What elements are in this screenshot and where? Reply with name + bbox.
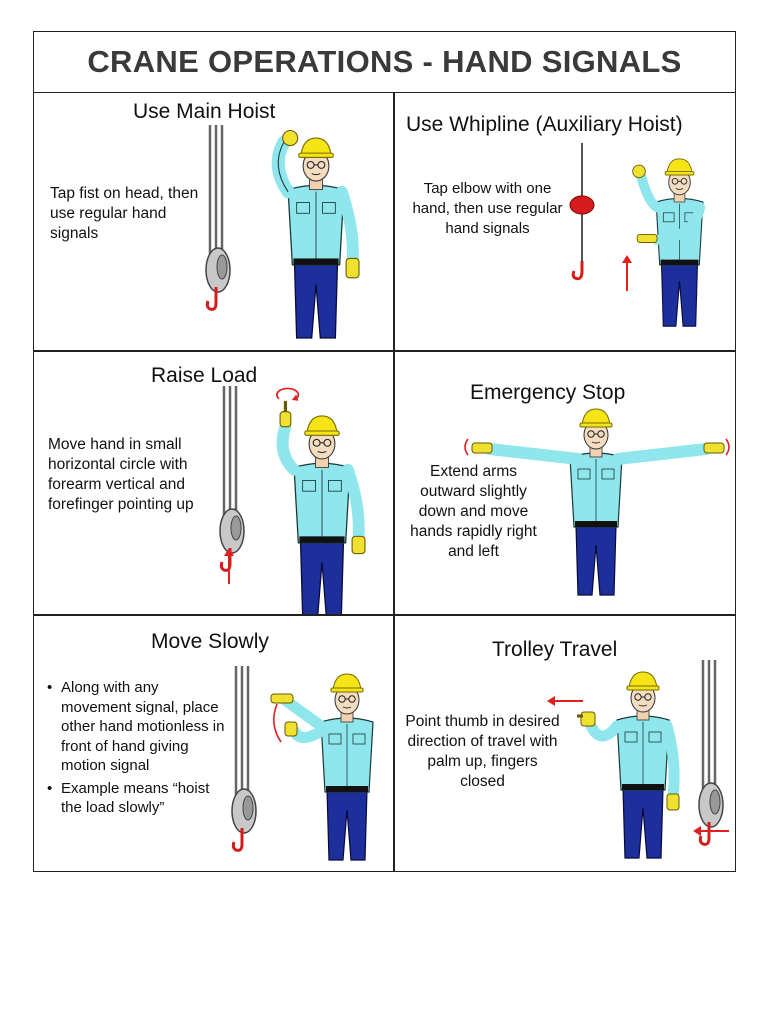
signal-raise-load: Raise Load Move hand in small horizontal…: [34, 352, 393, 614]
signal-title: Use Main Hoist: [133, 100, 276, 123]
whipline-illustration: [569, 143, 595, 281]
signal-description: Tap elbow with one hand, then use regula…: [412, 180, 563, 237]
signal-use-whipline: Use Whipline (Auxiliary Hoist) Tap elbow…: [395, 93, 737, 350]
signals-grid: Use Main Hoist Tap fist on head, then us…: [34, 93, 735, 871]
list-item: Along with any movement signal, place ot…: [46, 678, 226, 776]
worker-emergency-stop-illustration: [464, 408, 730, 596]
worker-trolley-travel-illustration: [577, 671, 680, 859]
signal-emergency-stop: Emergency Stop Extend arms outward sligh…: [395, 352, 737, 614]
signal-trolley-travel: Trolley Travel Point thumb in desired di…: [395, 616, 737, 871]
signal-title: Trolley Travel: [492, 638, 618, 661]
hoist-hook-illustration: [697, 658, 725, 846]
row-divider: [34, 614, 735, 616]
column-divider: [393, 93, 395, 871]
title-bar: CRANE OPERATIONS - HAND SIGNALS: [34, 32, 735, 93]
signal-description: Extend arms outward slightly down and mo…: [401, 462, 546, 562]
hoist-hook-illustration: [230, 664, 258, 852]
worker-raise-load-illustration: [276, 387, 366, 614]
worker-tap-head-illustration: [271, 129, 360, 339]
signal-use-main-hoist: Use Main Hoist Tap fist on head, then us…: [34, 93, 393, 350]
signal-title: Emergency Stop: [470, 381, 626, 404]
signal-description: Move hand in small horizontal circle wit…: [48, 436, 194, 513]
signal-description: Tap fist on head, then use regular hand …: [50, 185, 199, 242]
signal-title: Use Whipline (Auxiliary Hoist): [406, 113, 683, 136]
hand-signals-chart: CRANE OPERATIONS - HAND SIGNALS Use Main…: [33, 31, 736, 872]
page-title: CRANE OPERATIONS - HAND SIGNALS: [87, 44, 682, 79]
signal-bullet-list: Along with any movement signal, place ot…: [46, 678, 226, 821]
row-divider: [34, 350, 735, 352]
up-arrow-icon: [622, 255, 632, 291]
signal-description: Point thumb in desired direction of trav…: [405, 713, 560, 790]
left-arrow-icon: [693, 826, 729, 836]
worker-move-slowly-illustration: [270, 673, 374, 861]
signal-title: Raise Load: [151, 364, 258, 387]
signal-move-slowly: Move Slowly Along with any movement sign…: [34, 616, 393, 871]
worker-tap-elbow-illustration: [632, 158, 706, 327]
signal-title: Move Slowly: [151, 630, 269, 653]
hoist-hook-illustration: [204, 123, 232, 311]
left-arrow-icon: [547, 696, 583, 706]
list-item: Example means “hoist the load slowly”: [46, 779, 226, 818]
up-arrow-icon: [224, 548, 234, 584]
